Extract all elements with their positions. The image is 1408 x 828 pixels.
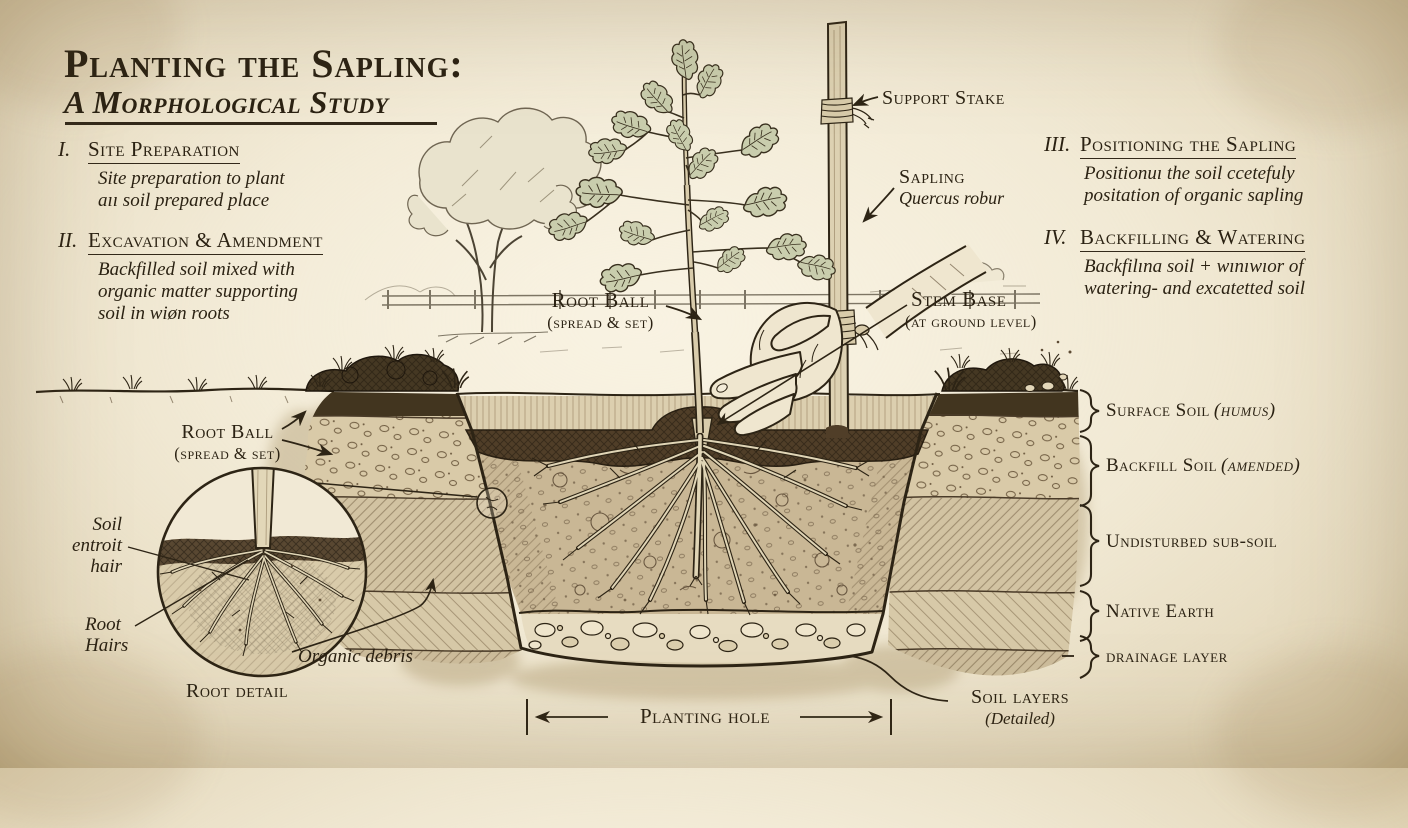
- soil-entroit-hair-label: Soil entroit hair: [30, 514, 122, 577]
- layer-label-native-earth: Native Earth: [1106, 601, 1218, 623]
- root-ball-label: Root Ball (spread & set): [538, 288, 663, 333]
- section-desc-line: Backfilına soil + wınıwıor of: [1084, 256, 1304, 277]
- layer-name: Surface Soil: [1106, 400, 1210, 421]
- sapling-leader: [862, 187, 895, 223]
- sapling-species-label: Quercus robur: [899, 188, 1005, 208]
- section-numeral: II.: [58, 228, 78, 252]
- soil-hair-line: hair: [90, 556, 122, 577]
- planting-diagram-illustration: [35, 20, 1100, 735]
- sapling-stem: [681, 47, 704, 434]
- excavated-soil-mound-left: [305, 353, 460, 392]
- layer-name: Undisturbed sub-soil: [1106, 531, 1278, 552]
- section-heading: Backfilling & Watering: [1080, 225, 1306, 252]
- excavated-soil-mound-right: [941, 340, 1072, 392]
- section-heading: Site Preparation: [88, 137, 240, 164]
- organic-debris-leader: [291, 577, 437, 653]
- root-ball-label-main: Root Ball: [551, 288, 650, 312]
- stem-base-label-main: Stem Base: [911, 287, 1007, 311]
- root-ball-left-label-main: Root Ball: [181, 421, 274, 443]
- section-numeral: IV.: [1044, 225, 1067, 249]
- section-heading: Positioning the Sapling: [1080, 132, 1297, 159]
- root-hairs-leader: [134, 559, 249, 627]
- sapling-crown: [544, 38, 839, 296]
- soil-hair-leader: [127, 546, 250, 581]
- layer-label-surface-soil: Surface Soil(humus): [1106, 400, 1276, 422]
- soil-layers-label-main: Soil layers: [970, 686, 1070, 708]
- section-heading: Excavation & Amendment: [88, 228, 323, 255]
- root-ball-left-label-sub: (spread & set): [174, 444, 281, 463]
- support-stake-leader: [851, 93, 879, 106]
- root-ball-label-sub: (spread & set): [547, 313, 654, 332]
- page-subtitle: A Morphological Study: [64, 84, 389, 120]
- hand: [709, 301, 844, 437]
- layer-name: Backfill Soil: [1106, 455, 1218, 476]
- section-desc-line: Positionuı the soil ccetefuly: [1084, 163, 1295, 184]
- hand-and-arm: [865, 244, 988, 339]
- rope-tie-upper: [820, 97, 875, 129]
- stem-base-leader: [716, 304, 908, 426]
- root-ball-left-leader-2: [281, 439, 334, 457]
- root-hairs-line: Hairs: [85, 635, 129, 656]
- root-hairs-line: Root: [85, 614, 121, 635]
- grass-tufts: [62, 344, 1079, 392]
- section-desc-line: organic matter supporting: [98, 281, 298, 302]
- layer-label-backfill-soil: Backfill Soil(amended): [1106, 455, 1300, 477]
- soil-hair-line: entroit: [72, 535, 122, 556]
- section-site-preparation: I. Site Preparation Site preparation to p…: [58, 137, 285, 212]
- sapling-label: Sapling: [899, 166, 965, 188]
- soil-layers-label: Soil layers (Detailed): [945, 686, 1095, 729]
- root-hairs-label: Root Hairs: [85, 614, 128, 656]
- soil-layers-label-sub: (Detailed): [985, 709, 1055, 728]
- layer-name: drainage layer: [1106, 646, 1228, 667]
- section-desc-line: Backfilled soil mixed with: [98, 259, 295, 280]
- ground-line-left: [35, 387, 335, 394]
- stem-base-label: Stem Base (at ground level): [905, 287, 1037, 332]
- root-ball-left-leader-1: [281, 410, 307, 430]
- title-divider: [65, 122, 437, 125]
- page-title: Planting the Sapling:: [64, 41, 464, 86]
- layer-label-drainage-layer: drainage layer: [1106, 646, 1232, 668]
- section-backfilling-watering: IV. Backfilling & Watering Backfilına soi…: [1044, 225, 1306, 300]
- layer-label-undisturbed-subsoil: Undisturbed sub-soil: [1106, 531, 1281, 553]
- soil-hair-line: Soil: [92, 514, 122, 535]
- organic-debris-label: Organic debris: [298, 646, 413, 667]
- section-desc-line: watering- and excatetted soil: [1084, 278, 1306, 299]
- ground-line-right: [1061, 388, 1079, 393]
- drainage-layer: [518, 608, 885, 663]
- root-ball-left-label: Root Ball (spread & set): [150, 421, 305, 464]
- support-stake-label: Support Stake: [882, 87, 1005, 109]
- layer-qualifier: (humus): [1213, 400, 1276, 421]
- section-desc-line: aıı soil prepared place: [98, 190, 270, 211]
- planting-hole-outline: [455, 392, 939, 668]
- root-detail-caption: Root detail: [185, 680, 289, 702]
- section-positioning-sapling: III. Positioning the Sapling Positionuı t…: [1044, 132, 1303, 207]
- stem-base-label-sub: (at ground level): [905, 312, 1037, 331]
- root-detail-magnifier: [156, 466, 368, 678]
- layer-name: Native Earth: [1106, 601, 1215, 622]
- section-desc-line: soil in wiøn roots: [98, 303, 230, 324]
- section-desc-line: Site preparation to plant: [98, 168, 285, 189]
- layer-qualifier: (amended): [1221, 455, 1301, 476]
- soil-layers-leader: [849, 655, 949, 702]
- section-numeral: III.: [1044, 132, 1071, 156]
- root-ball-leader: [665, 305, 703, 321]
- leader-lines-and-annotations: [127, 93, 1100, 735]
- planting-hole-dimension: [526, 699, 892, 735]
- soil-layer-braces: [1062, 388, 1100, 679]
- planting-hole-label: Planting hole: [639, 704, 771, 728]
- section-numeral: I.: [58, 137, 71, 161]
- section-excavation-amendment: II. Excavation & Amendment Backfilled soi…: [58, 228, 323, 325]
- section-desc-line: positation of organic sapling: [1084, 185, 1304, 206]
